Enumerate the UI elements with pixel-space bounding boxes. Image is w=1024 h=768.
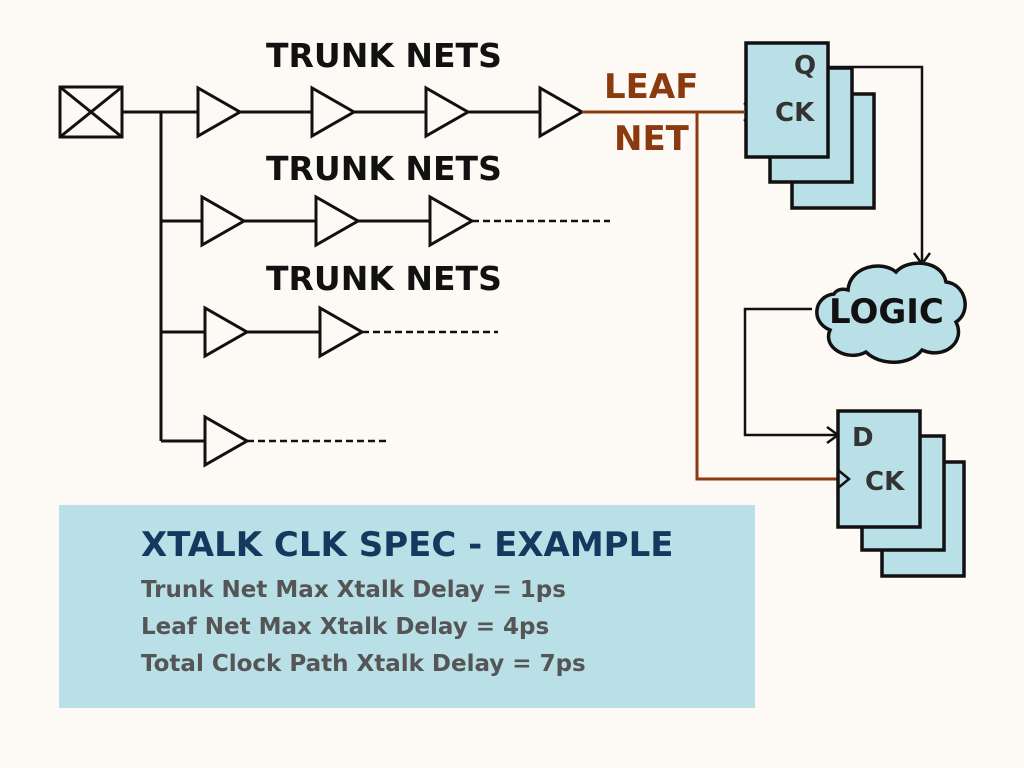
top-ff-ck-pin: CK [775,98,815,128]
buffer-row4-1 [203,414,251,468]
bottom-flipflop [836,409,922,529]
leaf-net-label-line1: LEAF [604,67,698,107]
top-flipflop [744,41,830,159]
buffer-row1-1 [196,85,244,139]
buffer-row2-1 [200,194,248,248]
logic-cloud [815,261,967,364]
bottom-ff-ck-pin: CK [865,467,905,497]
buffer-row1-4 [538,85,586,139]
buffer-row2-3 [428,194,476,248]
buffer-row3-2 [318,305,366,359]
bottom-ff-d-pin: D [852,423,874,453]
spec-line-trunk: Trunk Net Max Xtalk Delay = 1ps [141,577,566,603]
bottom-ff-clock-arrow [837,469,851,489]
buffer-row1-3 [424,85,472,139]
spec-line-leaf: Leaf Net Max Xtalk Delay = 4ps [141,614,550,640]
logic-label: LOGIC [829,292,944,332]
buffer-row1-2 [310,85,358,139]
buffer-row3-1 [203,305,251,359]
leaf-net-wires [582,110,838,481]
xtalk-spec-box: XTALK CLK SPEC - EXAMPLE Trunk Net Max X… [59,505,755,708]
clock-source-pad [58,85,124,139]
trunk-nets-label-2: TRUNK NETS [266,149,502,188]
spec-title: XTALK CLK SPEC - EXAMPLE [141,525,674,565]
spec-line-total: Total Clock Path Xtalk Delay = 7ps [141,651,586,677]
top-flipflop-stack [744,41,876,210]
logic-to-d-wire [743,307,836,437]
leaf-net-label-line2: NET [614,119,690,159]
bottom-flipflop-stack [836,409,966,578]
trunk-nets-label-1: TRUNK NETS [266,36,502,75]
top-ff-q-pin: Q [794,51,816,81]
trunk-nets-label-3: TRUNK NETS [266,259,502,298]
buffer-row2-2 [314,194,362,248]
q-to-logic-wire [828,65,924,262]
